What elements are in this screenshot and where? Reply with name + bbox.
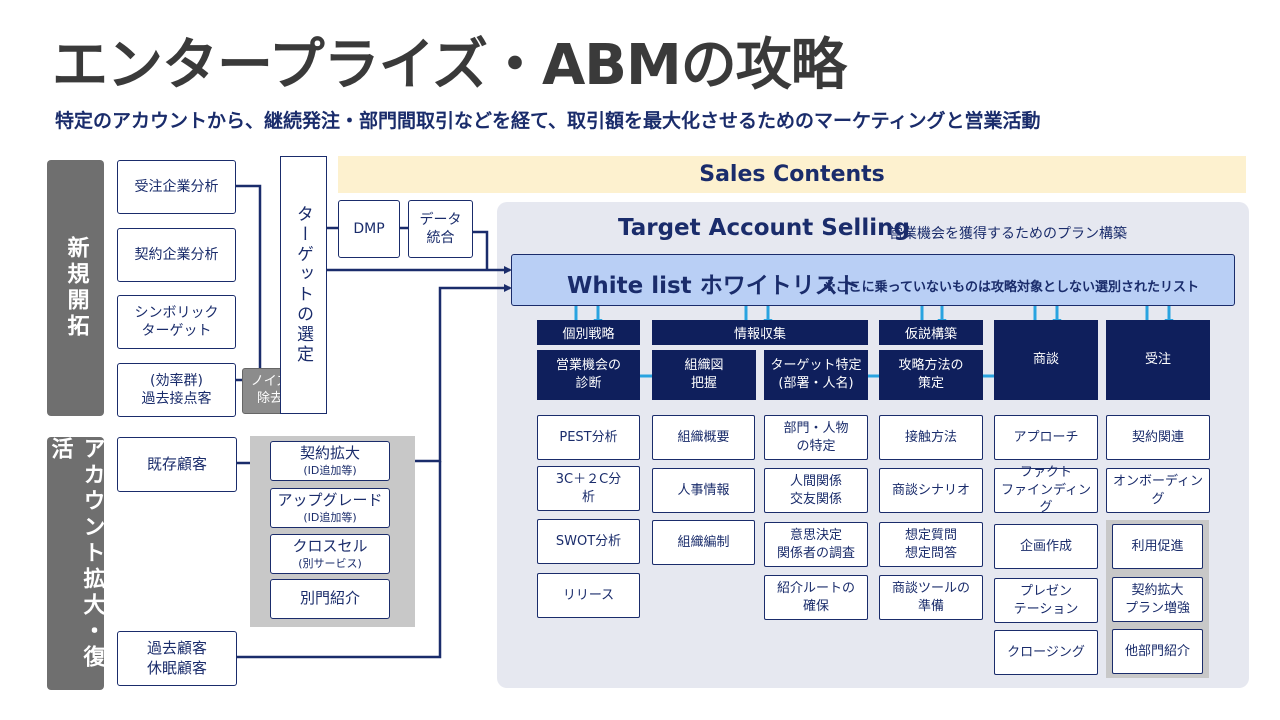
contract-company-analysis: 契約企業分析 [117,228,236,282]
expansion-contract: 契約拡大 (ID追加等) [270,441,390,481]
item-negotiation-scenario: 商談シナリオ [879,468,983,513]
item-approach: アプローチ [994,415,1098,460]
step-target-identification: ターゲット特定 (部署・人名) [764,350,868,400]
sidebar-account-expansion: アカウント拡大・復活 [47,437,105,690]
expansion-crosssell-label: クロスセル [292,537,368,556]
expansion-crosssell-sub: (別サービス) [298,556,362,570]
item-3c2c: 3C＋２C分 析 [537,466,640,511]
order-company-analysis: 受注企業分析 [117,160,236,214]
tas-title: Target Account Selling [618,215,910,241]
line-analysis [236,184,262,380]
step-negotiation: 商談 [994,320,1098,400]
header-hypothesis: 仮説構築 [879,320,983,345]
item-decision-makers: 意思決定 関係者の調査 [764,522,868,567]
item-contract-expansion-plan: 契約拡大 プラン増強 [1112,577,1203,622]
expansion-upgrade-sub: (ID追加等) [303,510,357,524]
header-info-gathering: 情報収集 [652,320,868,345]
item-closing: クロージング [994,630,1098,675]
step-opportunity-diagnosis: 営業機会の 診断 [537,350,640,400]
page-subtitle: 特定のアカウントから、継続発注・部門間取引などを経て、取引額を最大化させるための… [55,110,1041,132]
item-negotiation-tools: 商談ツールの 準備 [879,575,983,620]
existing-customers: 既存顧客 [117,437,237,492]
item-relationships: 人間関係 交友関係 [764,468,868,513]
whitelist-box [511,254,1235,306]
item-swot: SWOT分析 [537,519,640,564]
item-onboarding: オンボーディング [1106,468,1210,513]
item-fact-finding: ファクト ファインディング [994,465,1098,515]
tas-subtitle: 営業機会を獲得するためのプラン構築 [889,226,1127,242]
expansion-contract-label: 契約拡大 [299,444,360,463]
item-planning: 企画作成 [994,524,1098,569]
past-contact-customers: (効率群) 過去接点客 [117,363,236,417]
item-contact-method: 接触方法 [879,415,983,460]
sidebar-new-development: 新規開拓 [47,160,104,416]
item-other-dept-referral: 他部門紹介 [1112,629,1203,674]
step-org-chart: 組織図 把握 [652,350,756,400]
item-person-identification: 部門・人物 の特定 [764,415,868,460]
whitelist-title: White list ホワイトリスト [567,273,861,299]
symbolic-target: シンボリック ターゲット [117,295,236,349]
expansion-crosssell: クロスセル (別サービス) [270,534,390,574]
data-integration-box: データ 統合 [408,200,473,258]
target-selection: ターゲットの選定 [280,156,327,414]
sales-contents-bar: Sales Contents [338,156,1246,193]
expansion-referral: 別門紹介 [270,579,390,619]
item-usage-promotion: 利用促進 [1112,524,1203,569]
item-presentation: プレゼン テーション [994,578,1098,623]
whitelist-note: ※ここに乗っていないものは攻略対象としない選別されたリスト [823,280,1199,295]
expansion-upgrade-label: アップグレード [277,491,383,510]
dmp-box: DMP [338,200,400,258]
item-org-overview: 組織概要 [652,415,755,460]
header-individual-strategy: 個別戦略 [537,320,640,345]
past-dormant-customers: 過去顧客 休眠顧客 [117,631,237,686]
item-referral-route: 紹介ルートの 確保 [764,575,868,620]
expansion-contract-sub: (ID追加等) [303,463,357,477]
item-release: リリース [537,573,640,618]
item-hr-info: 人事情報 [652,468,755,513]
step-order: 受注 [1106,320,1210,400]
item-expected-qa: 想定質問 想定問答 [879,522,983,567]
expansion-referral-label: 別門紹介 [299,589,360,608]
item-pest: PEST分析 [537,415,640,460]
step-approach-planning: 攻略方法の 策定 [879,350,983,400]
item-contract-related: 契約関連 [1106,415,1210,460]
expansion-upgrade: アップグレード (ID追加等) [270,488,390,528]
item-org-structure: 組織編制 [652,520,755,565]
page-title: エンタープライズ・ABMの攻略 [52,33,847,98]
